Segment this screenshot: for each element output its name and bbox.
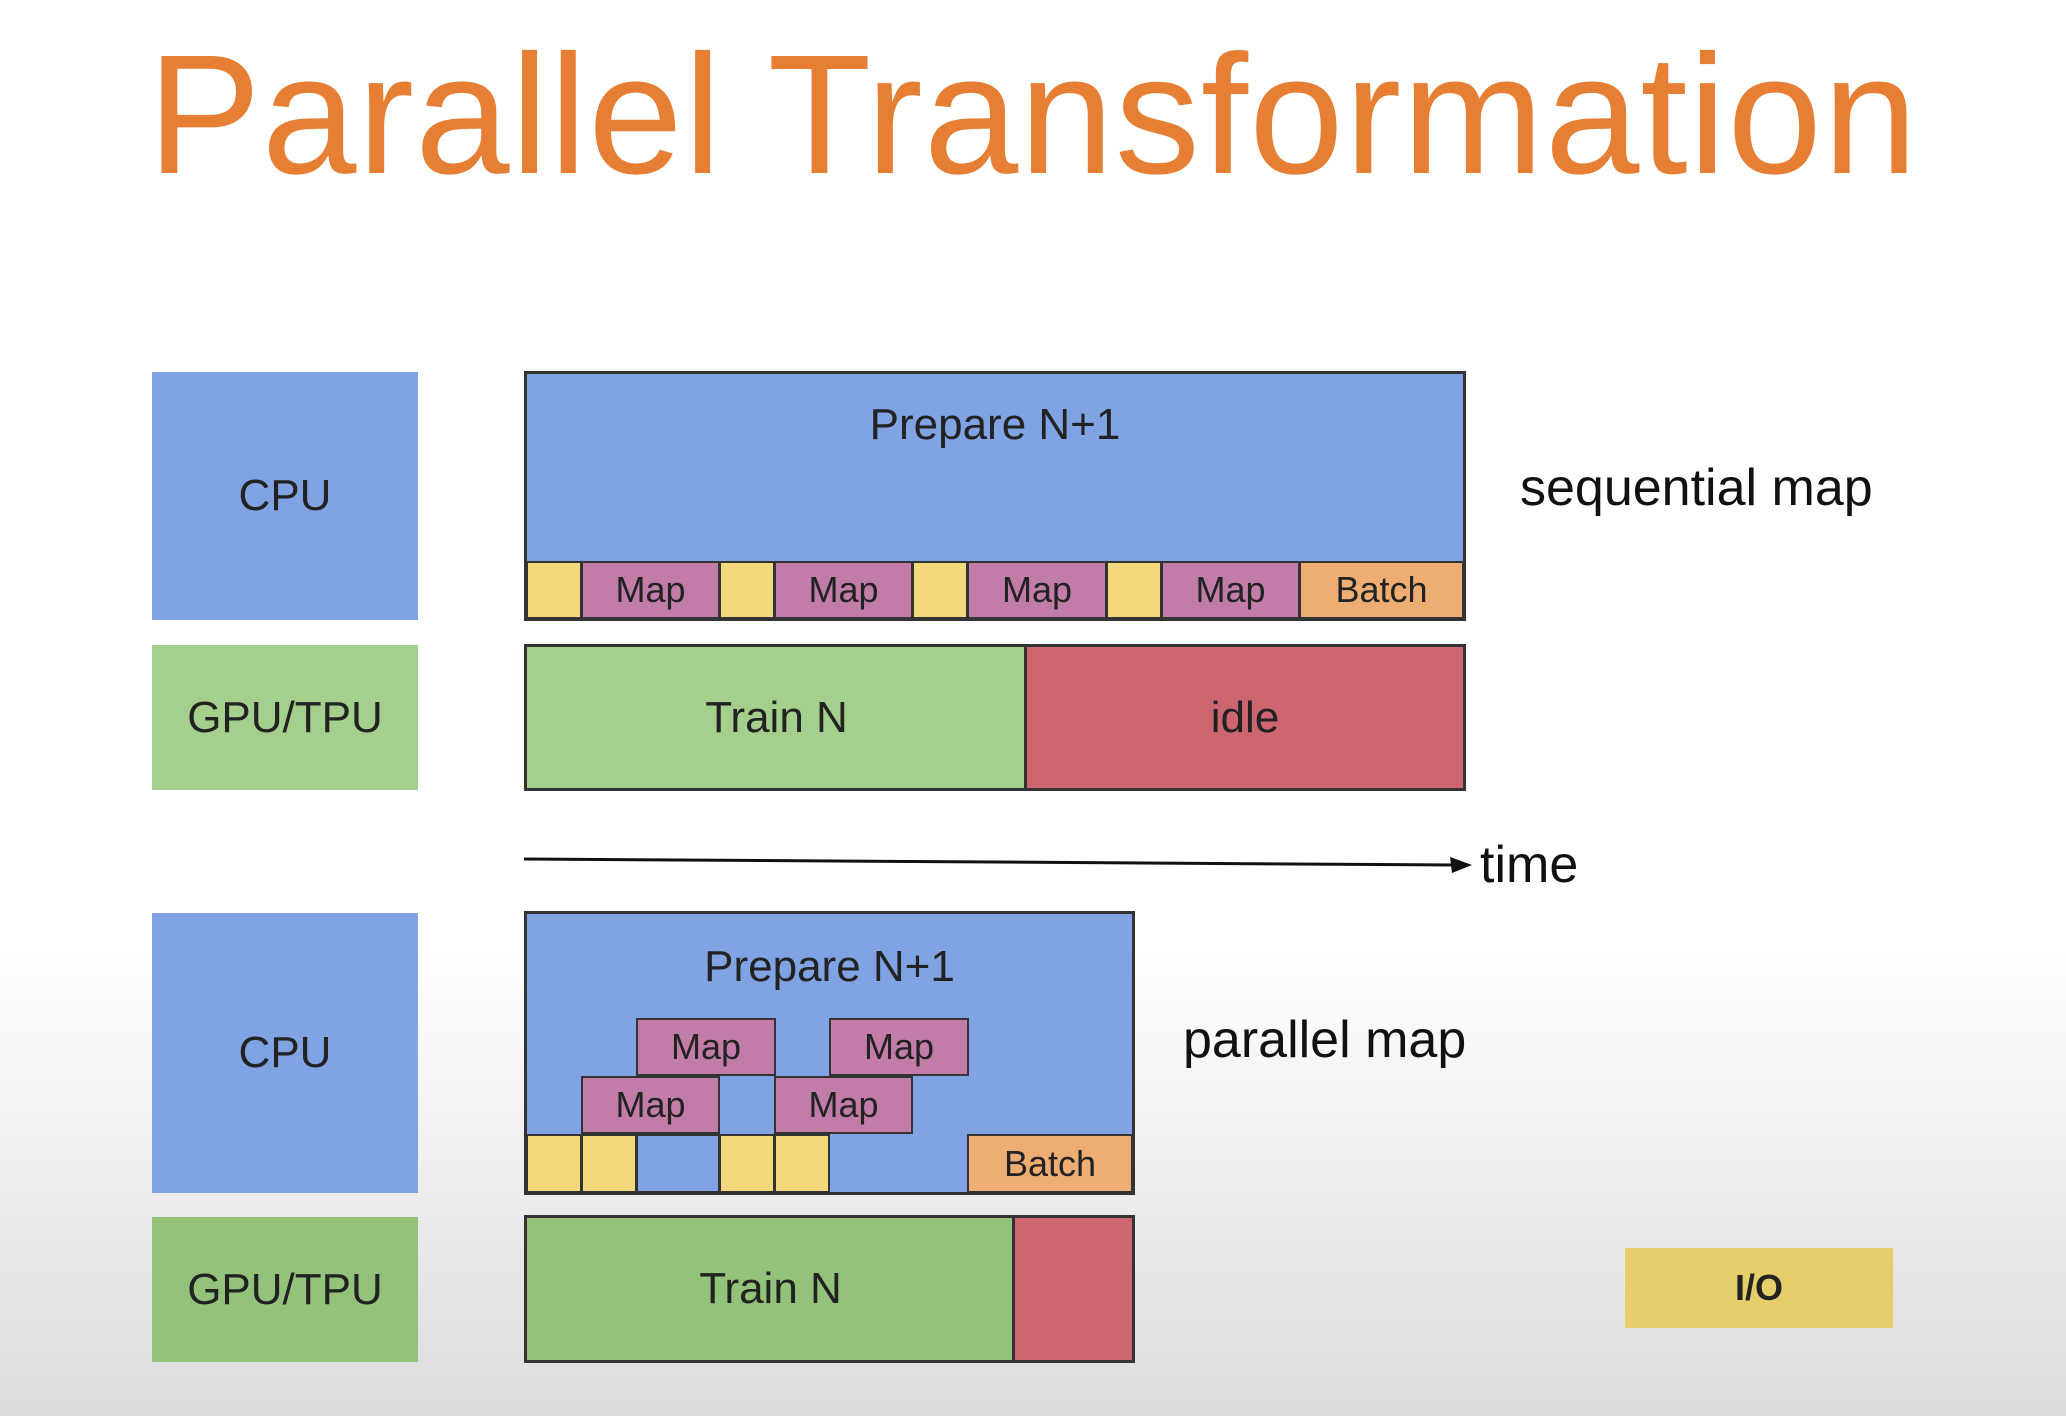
gpu-label-box-parallel: GPU/TPU — [152, 1217, 418, 1362]
cpu-label-box-sequential: CPU — [152, 372, 418, 620]
map-block: Map — [1161, 561, 1300, 619]
page-title: Parallel Transformation — [147, 20, 1919, 210]
prepare-label-parallel: Prepare N+1 — [704, 942, 955, 991]
io-block — [912, 561, 968, 619]
parallel-map-label: parallel map — [1183, 1011, 1467, 1069]
io-block — [1106, 561, 1162, 619]
map-block: Map — [581, 1076, 720, 1134]
time-label: time — [1480, 836, 1579, 894]
io-block — [526, 561, 582, 619]
io-block — [719, 1134, 775, 1193]
map-block: Map — [829, 1018, 969, 1076]
map-block: Map — [581, 561, 720, 619]
train-block-sequential: Train N — [524, 644, 1026, 791]
cpu-label-box-parallel: CPU — [152, 913, 418, 1193]
prepare-label-sequential: Prepare N+1 — [869, 400, 1121, 449]
io-block — [719, 561, 775, 619]
batch-block: Batch — [967, 1134, 1133, 1193]
map-block: Map — [774, 561, 913, 619]
idle-block-sequential: idle — [1024, 644, 1466, 791]
empty-slot — [636, 1134, 720, 1193]
io-block — [526, 1134, 582, 1193]
idle-block-parallel — [1012, 1215, 1135, 1363]
batch-block: Batch — [1299, 561, 1464, 619]
map-block: Map — [636, 1018, 776, 1076]
train-block-parallel: Train N — [524, 1215, 1014, 1363]
sequential-map-label: sequential map — [1520, 459, 1873, 517]
io-block — [581, 1134, 637, 1193]
map-block: Map — [967, 561, 1107, 619]
io-legend: I/O — [1625, 1248, 1893, 1328]
time-arrow-icon — [524, 857, 1472, 873]
io-block — [774, 1134, 830, 1193]
gpu-label-box-sequential: GPU/TPU — [152, 645, 418, 790]
map-block: Map — [774, 1076, 913, 1134]
